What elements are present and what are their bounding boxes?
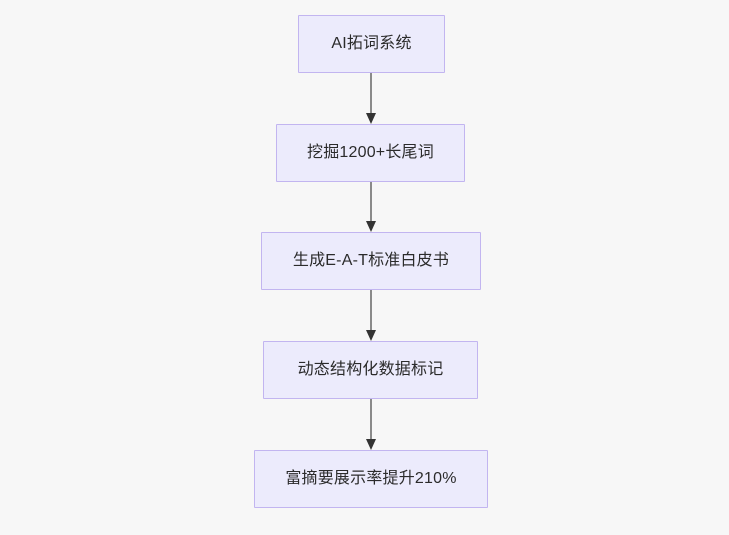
node-label: AI拓词系统 [331, 35, 412, 52]
node-label: 富摘要展示率提升210% [285, 470, 457, 487]
arrowhead-icon [366, 113, 376, 124]
flowchart-node-rich-snippet-rate-increase[interactable]: 富摘要展示率提升210% [254, 450, 488, 508]
edge-node1-to-node2 [366, 182, 376, 232]
arrowhead-icon [366, 221, 376, 232]
node-label: 挖掘1200+长尾词 [307, 144, 434, 161]
edge-node0-to-node1 [366, 73, 376, 124]
flowchart-node-generate-eat-whitepaper[interactable]: 生成E-A-T标准白皮书 [261, 232, 481, 290]
edge-node2-to-node3 [366, 290, 376, 341]
node-label: 动态结构化数据标记 [297, 361, 444, 378]
arrowhead-icon [366, 330, 376, 341]
arrowhead-icon [366, 439, 376, 450]
flowchart-node-ai-keyword-system[interactable]: AI拓词系统 [298, 15, 445, 73]
flowchart-node-dynamic-structured-data-markup[interactable]: 动态结构化数据标记 [263, 341, 478, 399]
flowchart-node-mine-longtail-keywords[interactable]: 挖掘1200+长尾词 [276, 124, 465, 182]
edge-node3-to-node4 [366, 399, 376, 450]
node-label: 生成E-A-T标准白皮书 [292, 252, 450, 269]
